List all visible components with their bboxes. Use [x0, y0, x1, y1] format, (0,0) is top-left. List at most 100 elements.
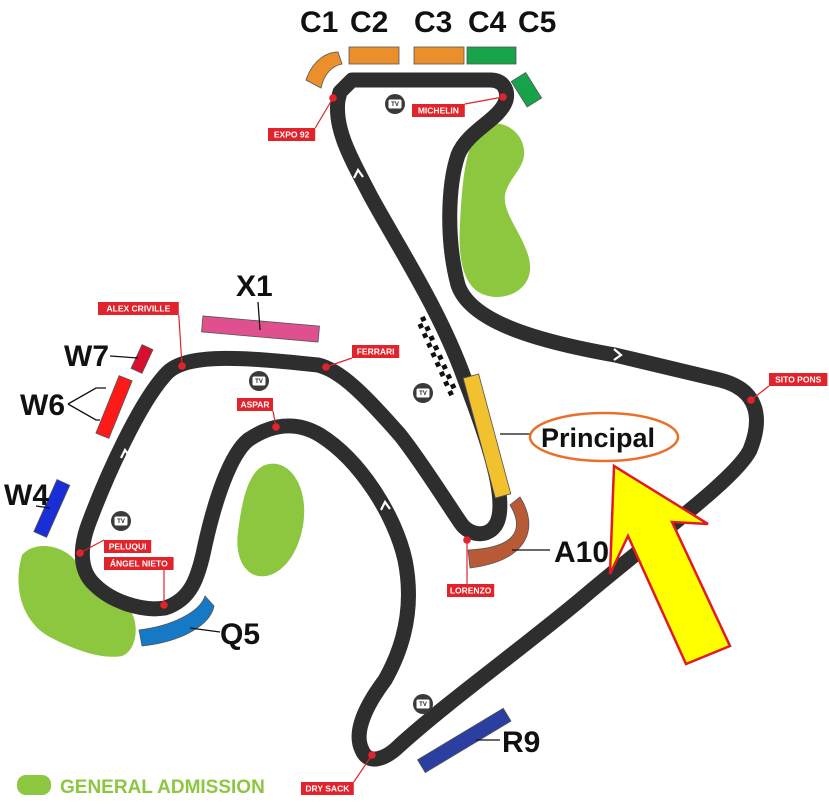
checker-square: [417, 322, 425, 330]
checker-square: [443, 368, 450, 375]
general-admission-swatch: [17, 775, 51, 795]
grandstands: [33, 46, 543, 774]
checker-square: [419, 327, 427, 334]
corner-peluqui-dot: [76, 549, 84, 557]
stand-w4-shape[interactable]: [33, 479, 71, 538]
checker-square: [436, 365, 444, 373]
stand-q5-shape[interactable]: [138, 595, 215, 647]
checker-square: [445, 385, 452, 392]
corner-angel_nieto-dot: [160, 601, 168, 609]
corner-sito_pons-dot: [747, 396, 755, 404]
stand-c2-shape[interactable]: [348, 46, 400, 65]
w7-leader: [109, 355, 139, 359]
stand-c1-shape[interactable]: [305, 51, 343, 89]
checker-square: [432, 344, 440, 351]
ga-area-north[interactable]: [459, 123, 531, 297]
corner-michelin-label-bg: [412, 104, 465, 117]
checker-square: [430, 339, 438, 347]
checker-square: [447, 378, 455, 385]
corner-ferrari-dot: [322, 363, 330, 371]
checker-square: [434, 361, 442, 368]
corner-dry_sack-label-bg: [301, 782, 354, 795]
corner-expo92-label: EXPO 92: [274, 130, 310, 140]
corner-aspar-label-bg: [237, 398, 273, 411]
checker-square: [445, 373, 453, 380]
stand-c4-label: C4: [468, 6, 507, 39]
start-finish-line: [415, 315, 459, 397]
checker-square: [441, 363, 448, 371]
stand-c1-label: C1: [300, 6, 338, 39]
ga-area-west[interactable]: [18, 545, 136, 657]
principal-arrow: [608, 463, 732, 666]
tv-icon-label: TV: [255, 379, 263, 385]
corner-expo92-label-bg: [268, 128, 316, 141]
q5-leader: [189, 627, 221, 633]
w6-leader: [67, 387, 106, 405]
race-track: [74, 72, 764, 767]
principal-ellipse: [528, 411, 680, 463]
checker-square: [443, 380, 450, 387]
corner-peluqui-leader: [79, 539, 105, 554]
corner-alex_criville-label: ALEX CRIVILLE: [107, 304, 171, 314]
stand-principal-shape[interactable]: [462, 373, 512, 499]
corner-alex_criville-leader: [178, 314, 183, 367]
tv-icon: TV: [249, 371, 269, 391]
checker-square: [432, 356, 440, 363]
corner-angel_nieto-label-bg: [104, 557, 174, 570]
checker-square: [428, 346, 435, 354]
direction-arrow: [589, 595, 600, 607]
w6-leader-2: [67, 403, 100, 421]
checker-square: [426, 330, 433, 337]
corner-expo92-leader: [314, 97, 334, 129]
tv-icon-screen: [114, 516, 128, 526]
checker-square: [415, 318, 422, 325]
direction-arrow: [120, 447, 131, 459]
checker-square: [424, 325, 431, 332]
corner-ferrari-label: FERRARI: [357, 347, 395, 357]
corner-peluqui-label-bg: [104, 540, 152, 553]
direction-arrow: [613, 348, 623, 361]
stand-c5-shape[interactable]: [510, 71, 543, 108]
stand-c5-label: C5: [518, 6, 556, 39]
stand-r9-label: R9: [502, 726, 540, 759]
corner-peluqui-label: PELUQUI: [109, 542, 147, 552]
corner-lorenzo-dot: [463, 536, 471, 544]
stand-a10-label: A10: [554, 536, 609, 569]
checker-square: [434, 349, 442, 356]
stand-r9-shape[interactable]: [416, 707, 512, 774]
corner-michelin-label: MICHELIN: [418, 106, 459, 116]
stand-c4-shape[interactable]: [466, 46, 517, 65]
checker-square: [449, 383, 457, 390]
stand-c3-label: C3: [414, 6, 452, 39]
corner-michelin-leader: [464, 96, 504, 105]
corner-aspar-label: ASPAR: [240, 400, 269, 410]
corner-angel_nieto-label: ÁNGEL NIETO: [110, 559, 168, 569]
tv-icon-label: TV: [419, 702, 427, 708]
stand-x1-label: X1: [236, 270, 273, 303]
checker-square: [422, 320, 429, 327]
stand-w7-shape[interactable]: [130, 344, 154, 374]
stand-w6-label: W6: [20, 389, 65, 422]
tv-icon-screen: [252, 376, 266, 386]
checker-square: [439, 359, 446, 366]
stand-c2-label: C2: [350, 6, 388, 39]
corner-dry_sack-dot: [368, 751, 376, 759]
tv-icon-screen: [388, 99, 402, 109]
stand-w7-label: W7: [64, 340, 109, 373]
tv-icon: TV: [413, 694, 433, 714]
stand-q5-label: Q5: [220, 618, 260, 651]
corner-alex_criville-label-bg: [98, 302, 179, 315]
checker-square: [437, 354, 444, 361]
corner-lorenzo-label-bg: [447, 584, 495, 597]
general-admission-areas: [18, 123, 531, 657]
stand-c3-shape[interactable]: [413, 46, 465, 65]
corner-sito_pons-label-bg: [769, 373, 828, 386]
stand-w6-shape[interactable]: [95, 375, 133, 439]
direction-arrows: [120, 167, 623, 607]
corner-sito_pons-leader: [750, 385, 770, 401]
tv-icon: TV: [413, 383, 433, 403]
ga-area-center[interactable]: [237, 463, 305, 577]
legend: GENERAL ADMISSION: [17, 775, 265, 798]
tv-icon: TV: [111, 511, 131, 531]
